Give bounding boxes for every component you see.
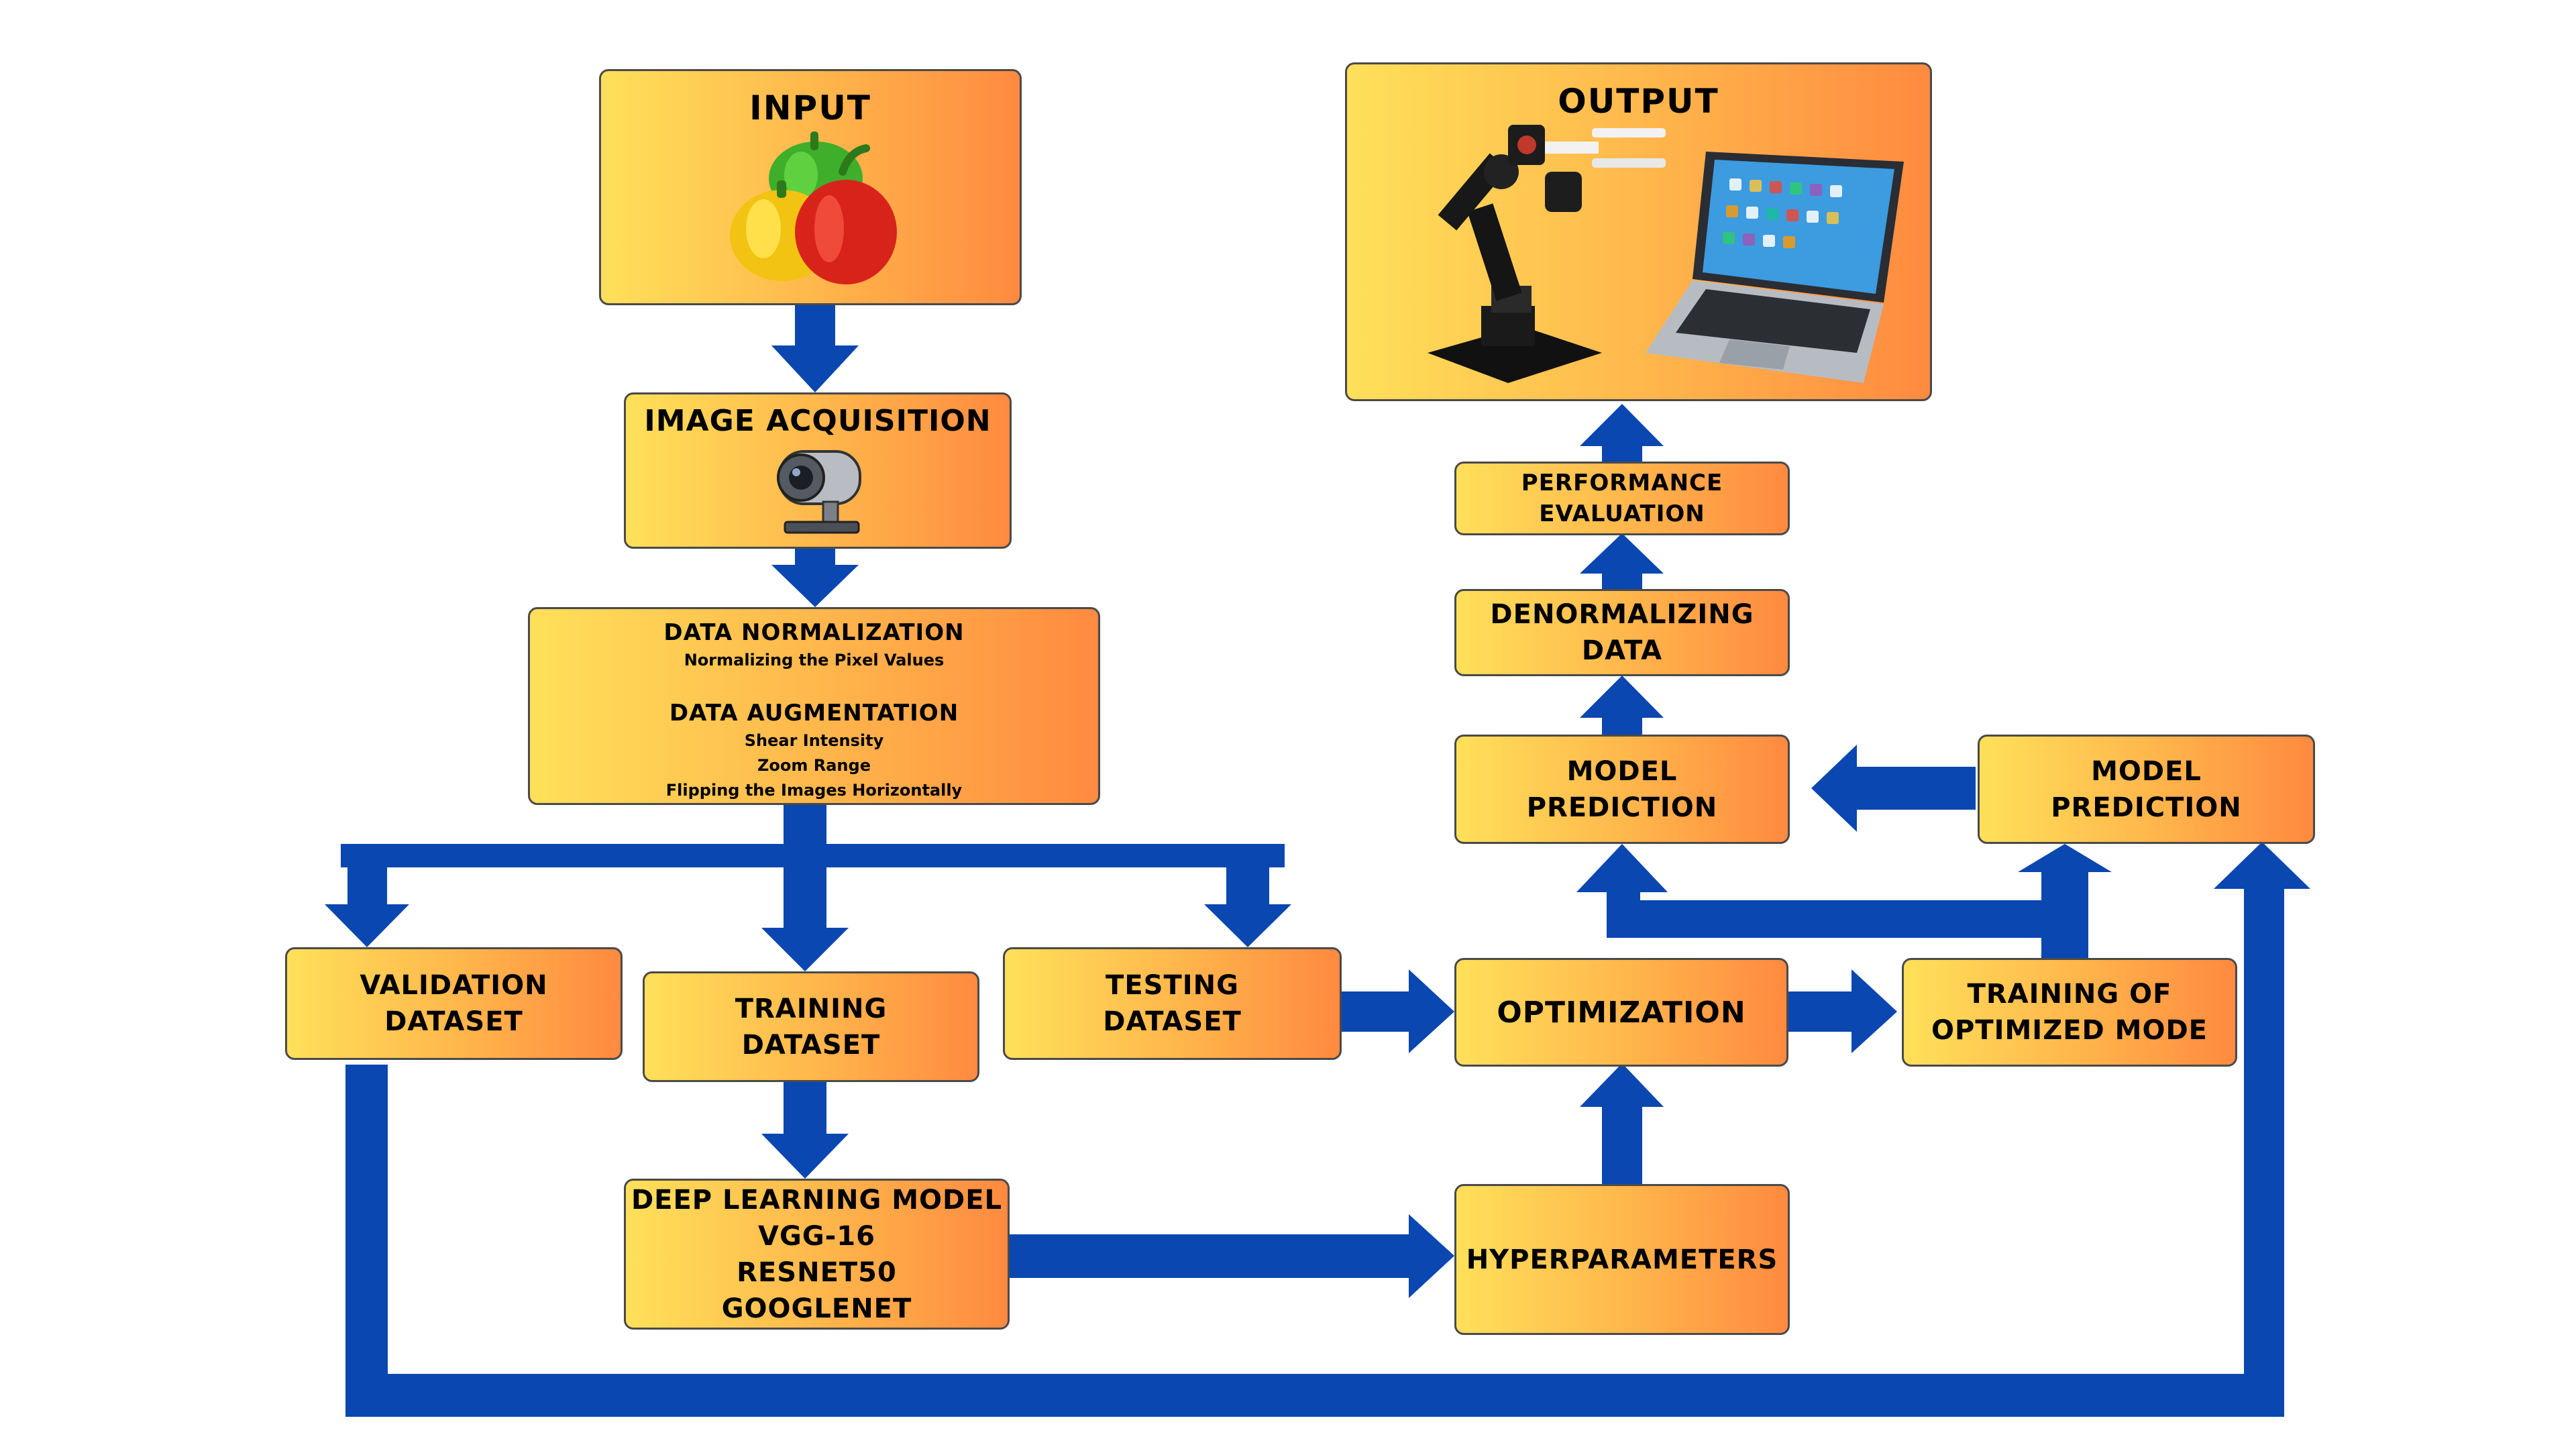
performance-evaluation-box: PERFORMANCE EVALUATION: [1454, 462, 1790, 535]
model-name: RESNET50: [737, 1256, 897, 1288]
arrow-to-left-prediction: [1576, 844, 1668, 938]
image-acquisition-title: IMAGE ACQUISITION: [644, 404, 991, 438]
arrow-junction-bar: [1640, 900, 2041, 938]
training-optimized-line2: OPTIMIZED MODE: [1931, 1015, 2208, 1046]
model-prediction-right-box: MODEL PREDICTION: [1978, 735, 2315, 844]
augmentation-item: Zoom Range: [757, 756, 871, 775]
denormalizing-line1: DENORMALIZING: [1490, 599, 1754, 630]
deep-learning-title: DEEP LEARNING MODEL: [631, 1184, 1003, 1216]
model-prediction-left-box: MODEL PREDICTION: [1454, 735, 1790, 844]
model-name: GOOGLENET: [721, 1293, 912, 1324]
laptop-image: [1646, 152, 1904, 383]
denormalizing-line2: DATA: [1581, 635, 1663, 666]
optimization-title: OPTIMIZATION: [1497, 995, 1746, 1030]
output-title: OUTPUT: [1558, 82, 1719, 121]
arrow-to-testing: [1204, 867, 1291, 947]
arrow-testing-to-optimization: [1342, 969, 1454, 1053]
data-normalization-title: DATA NORMALIZATION: [663, 619, 965, 646]
output-box: OUTPUT: [1345, 62, 1932, 401]
training-dataset-box: TRAINING DATASET: [643, 971, 979, 1082]
preprocessing-box: DATA NORMALIZATION Normalizing the Pixel…: [528, 607, 1100, 805]
bell-peppers-image: [730, 131, 897, 284]
training-label-line2: DATASET: [741, 1029, 881, 1061]
arrow-input-to-acquisition: [771, 305, 859, 392]
performance-line1: PERFORMANCE: [1521, 470, 1723, 496]
arrow-to-training: [761, 867, 849, 971]
training-label-line1: TRAINING: [735, 993, 888, 1024]
testing-dataset-box: TESTING DATASET: [1003, 947, 1342, 1060]
arrow-performance-to-output: [1580, 404, 1664, 462]
denormalizing-box: DENORMALIZING DATA: [1454, 589, 1790, 676]
input-title: INPUT: [749, 89, 871, 127]
testing-label-line2: DATASET: [1103, 1006, 1242, 1037]
input-box: INPUT: [599, 69, 1022, 305]
model-name: VGG-16: [758, 1220, 875, 1252]
optimization-box: OPTIMIZATION: [1454, 958, 1788, 1067]
model-prediction-left-line1: MODEL: [1566, 755, 1678, 787]
model-prediction-right-line1: MODEL: [2091, 755, 2202, 787]
arrow-training-to-model: [761, 1082, 849, 1179]
validation-label-line2: DATASET: [384, 1006, 523, 1037]
augmentation-item: Shear Intensity: [744, 731, 884, 750]
data-augmentation-title: DATA AUGMENTATION: [669, 700, 959, 727]
camera-icon: [777, 450, 861, 534]
image-acquisition-box: IMAGE ACQUISITION: [624, 392, 1012, 549]
arrow-hyperparameters-to-optimization: [1580, 1063, 1664, 1184]
augmentation-item: Flipping the Images Horizontally: [665, 781, 963, 800]
normalization-item: Normalizing the Pixel Values: [684, 651, 945, 669]
arrow-split-bar: [341, 844, 1285, 867]
hyperparameters-title: HYPERPARAMETERS: [1466, 1244, 1778, 1275]
arrow-denormalizing-to-performance: [1580, 533, 1664, 589]
arrow-prediction-to-denormalizing: [1580, 676, 1664, 735]
validation-label-line1: VALIDATION: [360, 970, 548, 1001]
model-prediction-left-line2: PREDICTION: [1526, 792, 1718, 823]
arrow-to-validation: [325, 867, 409, 947]
arrow-right-to-left-prediction: [1811, 745, 1976, 832]
arrow-acquisition-to-preprocessing: [771, 549, 859, 607]
training-optimized-box: TRAINING OF OPTIMIZED MODE: [1902, 958, 2237, 1067]
validation-dataset-box: VALIDATION DATASET: [285, 947, 623, 1060]
testing-label-line1: TESTING: [1106, 970, 1239, 1001]
performance-line2: EVALUATION: [1539, 500, 1705, 527]
hyperparameters-box: HYPERPARAMETERS: [1454, 1184, 1790, 1335]
training-optimized-line1: TRAINING OF: [1967, 979, 2172, 1010]
arrow-preprocessing-trunk: [784, 805, 826, 844]
model-prediction-right-line2: PREDICTION: [2051, 792, 2242, 823]
arrow-optimization-to-training-optimized: [1788, 969, 1897, 1053]
robotic-arm-image: [1428, 125, 1666, 383]
arrow-model-to-hyperparameters: [1010, 1214, 1454, 1298]
deep-learning-model-box: DEEP LEARNING MODEL VGG-16 RESNET50 GOOG…: [624, 1179, 1010, 1330]
